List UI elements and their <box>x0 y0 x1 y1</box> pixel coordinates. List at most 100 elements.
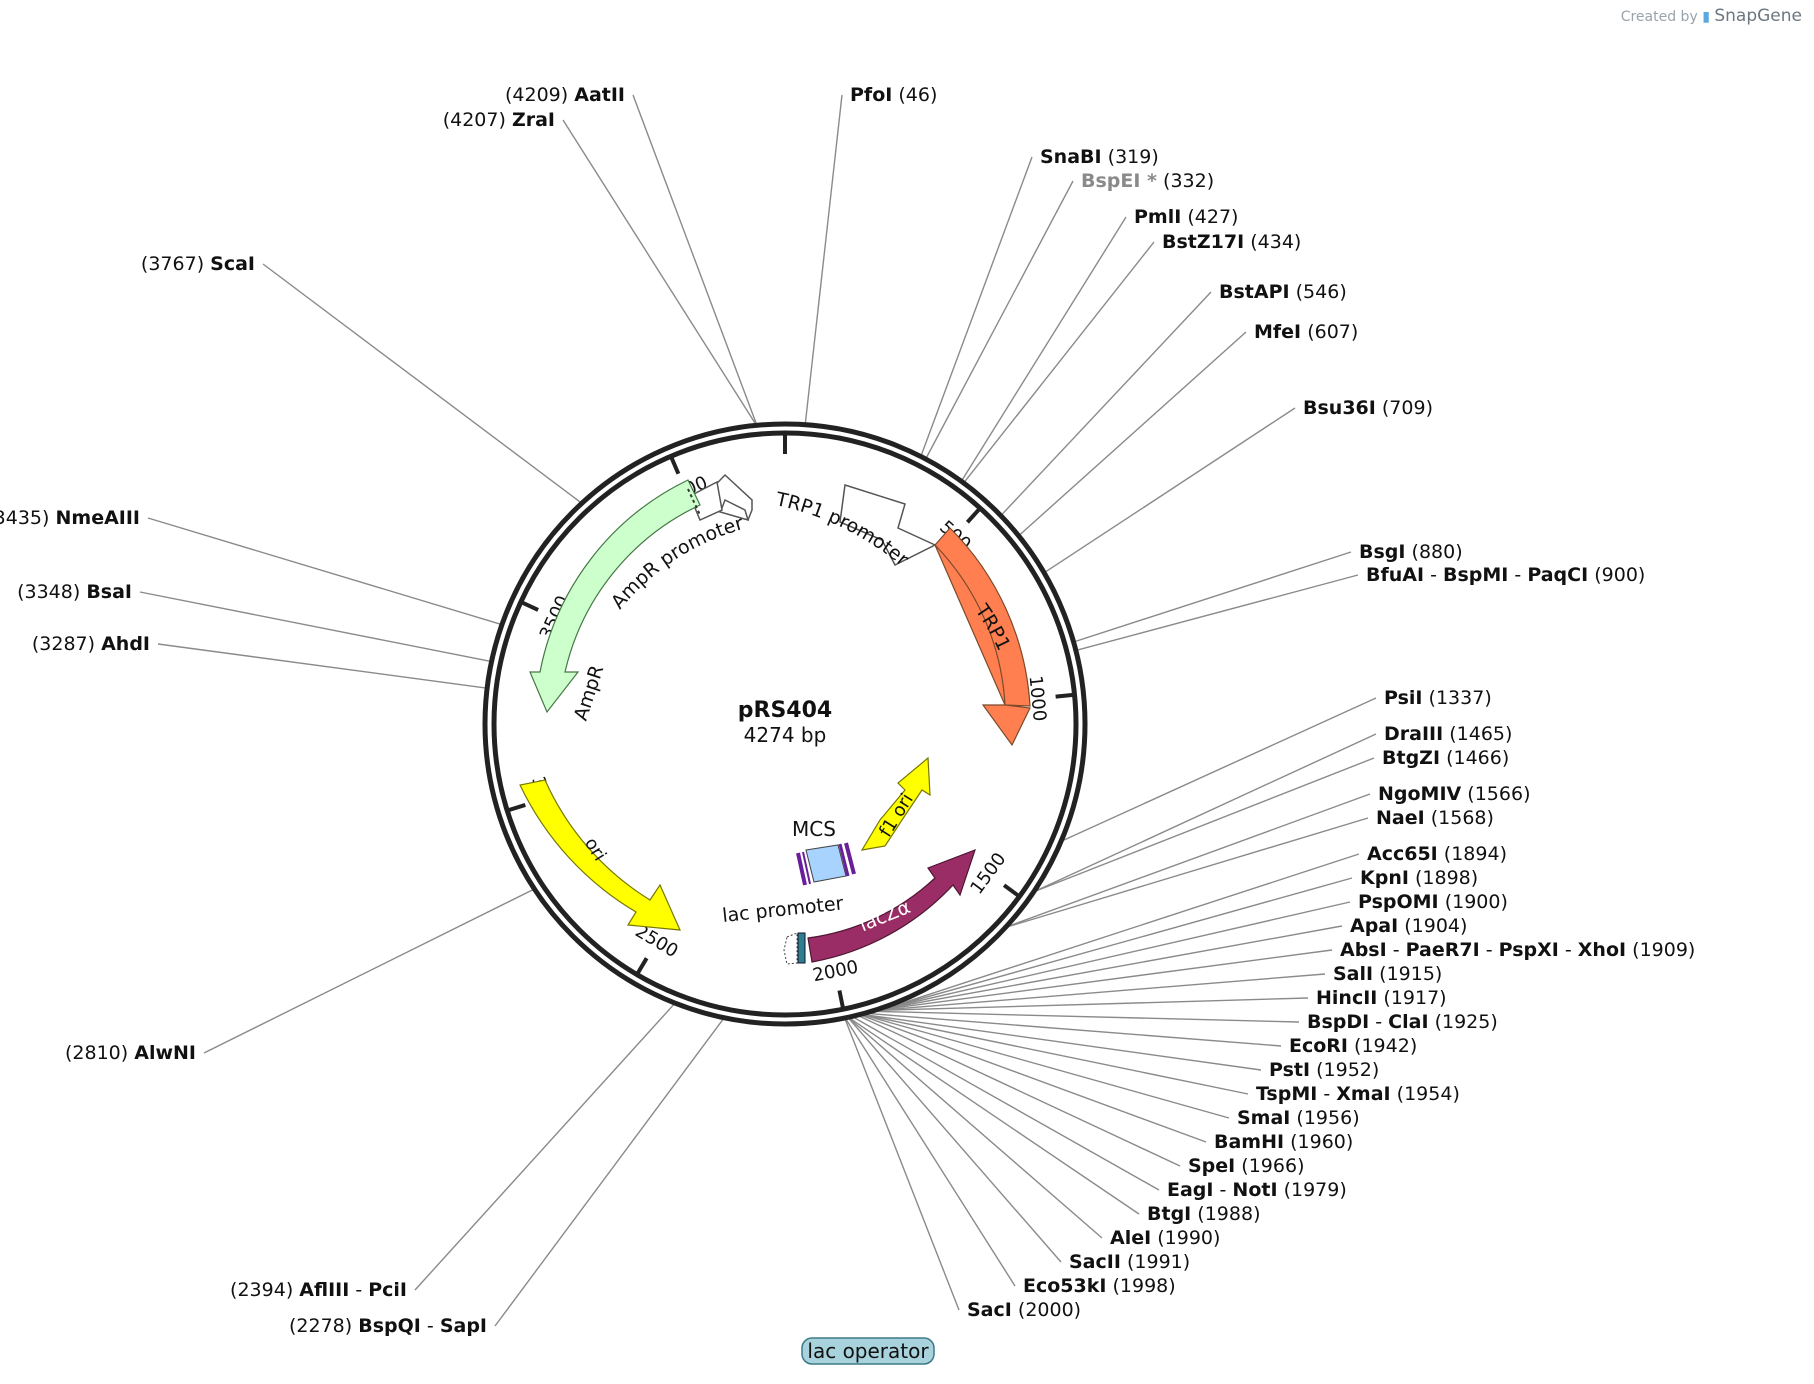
site-label-bsu36i[interactable]: Bsu36I (709) <box>1303 397 1433 419</box>
site-label-btgi[interactable]: BtgI (1988) <box>1147 1203 1260 1225</box>
feature-lacz-alpha-arrow[interactable] <box>807 848 976 963</box>
site-label-spei[interactable]: SpeI (1966) <box>1188 1155 1305 1177</box>
site-enzyme-name: NgoMIV <box>1378 783 1462 805</box>
site-label-acc65i[interactable]: Acc65I (1894) <box>1367 843 1507 865</box>
leader-line-tspmi <box>865 1014 1249 1095</box>
site-label-bfuai[interactable]: BfuAI - BspMI - PaqCI (900) <box>1366 564 1645 586</box>
site-label-scai[interactable]: (3767) ScaI <box>141 253 255 275</box>
site-label-psti[interactable]: PstI (1952) <box>1269 1059 1379 1081</box>
site-position: 1990 <box>1165 1227 1213 1249</box>
site-label-bspqi[interactable]: (2278) BspQI - SapI <box>289 1315 487 1337</box>
leader-line-ngomiv <box>1009 793 1371 927</box>
site-position: 1925 <box>1442 1011 1490 1033</box>
site-label-bstz17i[interactable]: BstZ17I (434) <box>1162 231 1301 253</box>
tick-2500 <box>635 957 649 976</box>
leader-line-ahdi <box>157 643 486 689</box>
site-label-btgzi[interactable]: BtgZI (1466) <box>1382 747 1509 769</box>
site-label-smai[interactable]: SmaI (1956) <box>1237 1107 1360 1129</box>
site-label-aatii[interactable]: (4209) AatII <box>505 84 625 106</box>
site-position: 427 <box>1195 206 1231 228</box>
site-label-afliii[interactable]: (2394) AflIII - PciI <box>230 1279 407 1301</box>
site-label-alei[interactable]: AleI (1990) <box>1110 1227 1220 1249</box>
site-label-alwni[interactable]: (2810) AlwNI <box>65 1042 196 1064</box>
tick-1000 <box>1055 692 1075 699</box>
leader-lines <box>139 94 1377 1327</box>
site-label-pspomi[interactable]: PspOMI (1900) <box>1358 891 1508 913</box>
site-enzyme-name: SpeI <box>1188 1155 1235 1177</box>
site-position: 546 <box>1303 281 1339 303</box>
leader-line-nmeaiii <box>147 517 501 625</box>
site-label-pmli[interactable]: PmlI (427) <box>1134 206 1238 228</box>
site-label-eagi[interactable]: EagI - NotI (1979) <box>1167 1179 1347 1201</box>
site-enzyme-name: ZraI <box>512 109 555 131</box>
site-enzyme-name: PspOMI <box>1358 891 1439 913</box>
leader-line-bstapi <box>1001 291 1212 515</box>
feature-mcs[interactable] <box>796 842 856 886</box>
site-enzyme-name: HincII <box>1316 987 1377 1009</box>
site-enzyme-name: EagI <box>1167 1179 1213 1201</box>
site-label-sali[interactable]: SalI (1915) <box>1333 963 1442 985</box>
site-label-kpni[interactable]: KpnI (1898) <box>1360 867 1478 889</box>
leader-line-bspqi <box>494 1019 724 1327</box>
site-label-snabi[interactable]: SnaBI (319) <box>1040 146 1159 168</box>
site-label-bsai[interactable]: (3348) BsaI <box>17 581 132 603</box>
site-enzyme-name: ApaI <box>1350 915 1398 937</box>
lac-operator-callout-label: lac operator <box>807 1339 929 1363</box>
leader-line-spei <box>859 1015 1181 1167</box>
site-label-absi[interactable]: AbsI - PaeR7I - PspXI - XhoI (1909) <box>1340 939 1695 961</box>
site-position: 880 <box>1419 541 1455 563</box>
site-enzyme-name: DraIII <box>1384 723 1443 745</box>
site-label-eco53ki[interactable]: Eco53kI (1998) <box>1023 1275 1176 1297</box>
leader-line-afliii <box>414 1004 675 1291</box>
credit-brand: SnapGene <box>1714 6 1802 26</box>
site-enzyme-name: NmeAIII <box>56 507 141 529</box>
site-label-bstapi[interactable]: BstAPI (546) <box>1219 281 1347 303</box>
site-position: 2394 <box>237 1279 285 1301</box>
site-label-mfei[interactable]: MfeI (607) <box>1254 321 1358 343</box>
site-enzyme-name: NotI <box>1232 1179 1277 1201</box>
tick-2000 <box>837 990 846 1010</box>
site-label-bspei[interactable]: BspEI * (332) <box>1081 170 1214 192</box>
site-label-naei[interactable]: NaeI (1568) <box>1376 807 1494 829</box>
site-label-ecori[interactable]: EcoRI (1942) <box>1289 1035 1417 1057</box>
feature-lac-operator-mark[interactable] <box>797 932 806 964</box>
site-position: 1988 <box>1205 1203 1253 1225</box>
feature-trp1-arrow[interactable] <box>934 527 1031 747</box>
site-label-ahdi[interactable]: (3287) AhdI <box>32 633 150 655</box>
site-label-saci[interactable]: SacI (2000) <box>967 1299 1081 1321</box>
site-position: 709 <box>1389 397 1425 419</box>
feature-ampr-arrow[interactable] <box>529 479 701 714</box>
feature-trp1-promoter-arrow[interactable] <box>839 484 937 567</box>
snapgene-credit: Created by ▮ SnapGene <box>1621 6 1802 26</box>
site-enzyme-name: PsiI <box>1384 687 1422 709</box>
site-label-bsgi[interactable]: BsgI (880) <box>1359 541 1463 563</box>
feature-f1-ori-arrow[interactable] <box>860 756 931 851</box>
site-label-hincii[interactable]: HincII (1917) <box>1316 987 1447 1009</box>
site-label-bamhi[interactable]: BamHI (1960) <box>1214 1131 1353 1153</box>
feature-lac-promoter-mark[interactable] <box>783 932 798 965</box>
site-position: 2278 <box>296 1315 344 1337</box>
site-label-ngomiv[interactable]: NgoMIV (1566) <box>1378 783 1531 805</box>
site-enzyme-name: SapI <box>440 1315 487 1337</box>
site-label-draiii[interactable]: DraIII (1465) <box>1384 723 1512 745</box>
site-label-nmeaiii[interactable]: (3435) NmeAIII <box>0 507 140 529</box>
site-label-bspdi[interactable]: BspDI - ClaI (1925) <box>1307 1011 1498 1033</box>
site-label-pfoi[interactable]: PfoI (46) <box>850 84 937 106</box>
site-label-apai[interactable]: ApaI (1904) <box>1350 915 1467 937</box>
site-enzyme-name: BstAPI <box>1219 281 1290 303</box>
feature-ori-arrow[interactable] <box>519 779 681 931</box>
site-label-sacii[interactable]: SacII (1991) <box>1069 1251 1190 1273</box>
site-label-psii[interactable]: PsiI (1337) <box>1384 687 1492 709</box>
site-label-zrai[interactable]: (4207) ZraI <box>443 109 555 131</box>
site-enzyme-name: PspXI <box>1499 939 1559 961</box>
site-label-tspmi[interactable]: TspMI - XmaI (1954) <box>1256 1083 1460 1105</box>
site-position: 3767 <box>148 253 196 275</box>
site-position: 2000 <box>1025 1299 1073 1321</box>
site-position: 1904 <box>1412 915 1460 937</box>
site-enzyme-name: AflIII <box>299 1279 349 1301</box>
site-position: 46 <box>906 84 930 106</box>
leader-line-btgzi <box>1036 757 1375 892</box>
leader-line-bsgi <box>1075 551 1352 643</box>
site-position: 1568 <box>1438 807 1486 829</box>
site-position: 1900 <box>1452 891 1500 913</box>
